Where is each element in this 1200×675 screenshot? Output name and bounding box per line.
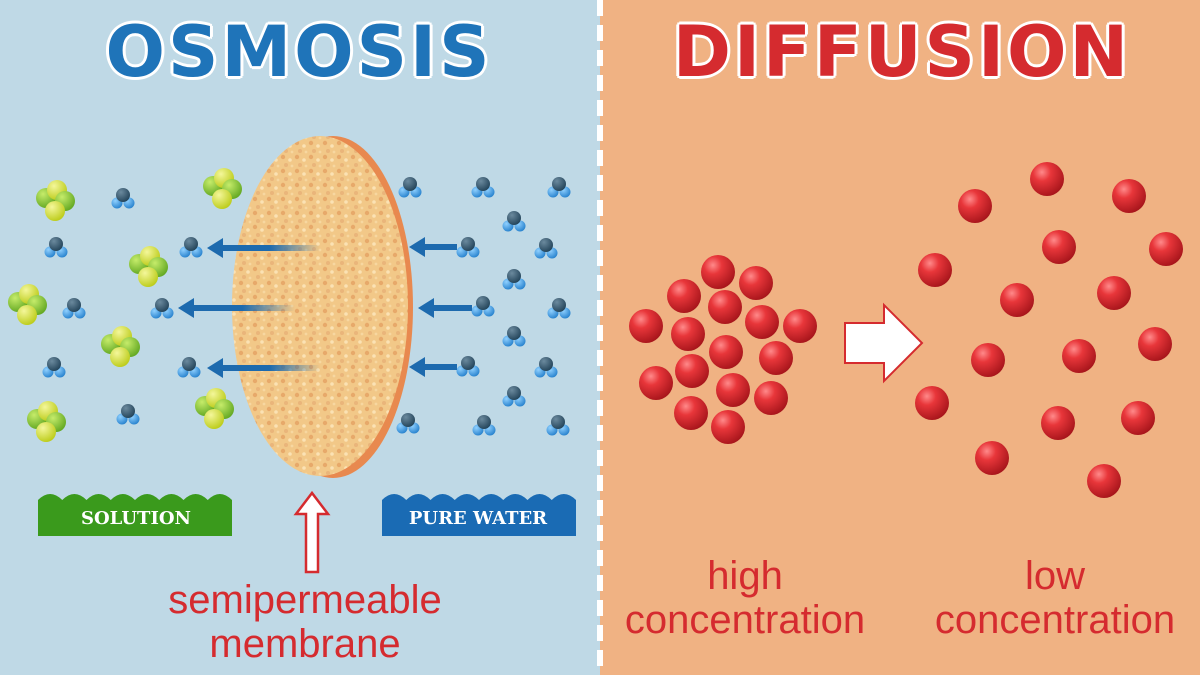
- flow-arrow: [207, 358, 320, 378]
- water-molecule: [547, 177, 571, 198]
- particle-low: [1042, 230, 1076, 264]
- solute-molecule: [36, 180, 75, 221]
- solute-molecule: [195, 388, 234, 429]
- water-molecule: [456, 237, 480, 258]
- particle-low: [1030, 162, 1064, 196]
- particle-high: [711, 410, 745, 444]
- incoming-arrow: [409, 237, 457, 257]
- high-label-line2: concentration: [624, 598, 866, 642]
- high-concentration-label: high concentration: [600, 554, 890, 642]
- water-molecule: [471, 296, 495, 317]
- particle-low: [1087, 464, 1121, 498]
- particle-high: [716, 373, 750, 407]
- flow-arrow: [178, 298, 295, 318]
- incoming-arrow: [409, 357, 457, 377]
- membrane-label-line2: membrane: [209, 622, 401, 666]
- water-molecule: [534, 238, 558, 259]
- particle-high: [675, 354, 709, 388]
- solution-label: SOLUTION: [81, 508, 191, 529]
- water-molecule: [502, 211, 526, 232]
- flow-arrow: [207, 238, 320, 258]
- water-molecule: [177, 357, 201, 378]
- membrane-label: semipermeable membrane: [100, 578, 510, 666]
- particle-high: [667, 279, 701, 313]
- particle-high: [708, 290, 742, 324]
- particle-high: [759, 341, 793, 375]
- solute-molecule: [101, 326, 140, 367]
- particle-low: [1149, 232, 1183, 266]
- particle-high: [754, 381, 788, 415]
- osmosis-illustration: [8, 136, 576, 574]
- solute-molecule: [203, 168, 242, 209]
- particle-low: [958, 189, 992, 223]
- diffusion-illustration: [629, 162, 1183, 498]
- water-molecule: [111, 188, 135, 209]
- particle-high: [745, 305, 779, 339]
- particle-high: [701, 255, 735, 289]
- particle-low: [1112, 179, 1146, 213]
- solute-molecule: [8, 284, 47, 325]
- membrane-pointer-arrow: [293, 490, 331, 574]
- water-molecule: [456, 356, 480, 377]
- particle-low: [1062, 339, 1096, 373]
- particle-high: [629, 309, 663, 343]
- particle-low: [975, 441, 1009, 475]
- particle-high: [674, 396, 708, 430]
- particle-low: [1121, 401, 1155, 435]
- low-label-line1: low: [1024, 554, 1086, 598]
- semipermeable-membrane: [232, 136, 408, 476]
- water-molecule: [42, 357, 66, 378]
- low-label-line2: concentration: [934, 598, 1176, 642]
- particle-low: [915, 386, 949, 420]
- particle-high: [783, 309, 817, 343]
- solute-molecule: [27, 401, 66, 442]
- water-molecule: [471, 177, 495, 198]
- particle-low: [1041, 406, 1075, 440]
- water-molecule: [534, 357, 558, 378]
- water-molecule: [179, 237, 203, 258]
- particle-low: [1097, 276, 1131, 310]
- particle-low: [918, 253, 952, 287]
- water-molecule: [546, 415, 570, 436]
- high-label-line1: high: [707, 554, 783, 598]
- pure-water-tank: [382, 494, 576, 536]
- water-molecule: [44, 237, 68, 258]
- water-molecule: [547, 298, 571, 319]
- low-concentration-label: low concentration: [905, 554, 1200, 642]
- particle-high: [739, 266, 773, 300]
- water-molecule: [502, 269, 526, 290]
- osmosis-title: OSMOSIS: [105, 11, 493, 93]
- diffusion-direction-arrow: [844, 302, 924, 384]
- water-molecule: [62, 298, 86, 319]
- solute-molecule: [129, 246, 168, 287]
- particle-low: [1138, 327, 1172, 361]
- water-molecule: [502, 326, 526, 347]
- water-molecule: [396, 413, 420, 434]
- water-molecule: [150, 298, 174, 319]
- particle-low: [971, 343, 1005, 377]
- particle-low: [1000, 283, 1034, 317]
- water-molecule: [502, 386, 526, 407]
- water-molecule: [472, 415, 496, 436]
- diffusion-title: DIFFUSION: [672, 11, 1132, 93]
- incoming-arrow: [418, 298, 472, 318]
- water-molecule: [116, 404, 140, 425]
- pure-water-label: PURE WATER: [408, 508, 548, 529]
- membrane-label-line1: semipermeable: [168, 578, 442, 622]
- solution-tank: [38, 494, 232, 536]
- particle-high: [671, 317, 705, 351]
- particle-high: [709, 335, 743, 369]
- particle-high: [639, 366, 673, 400]
- water-molecule: [398, 177, 422, 198]
